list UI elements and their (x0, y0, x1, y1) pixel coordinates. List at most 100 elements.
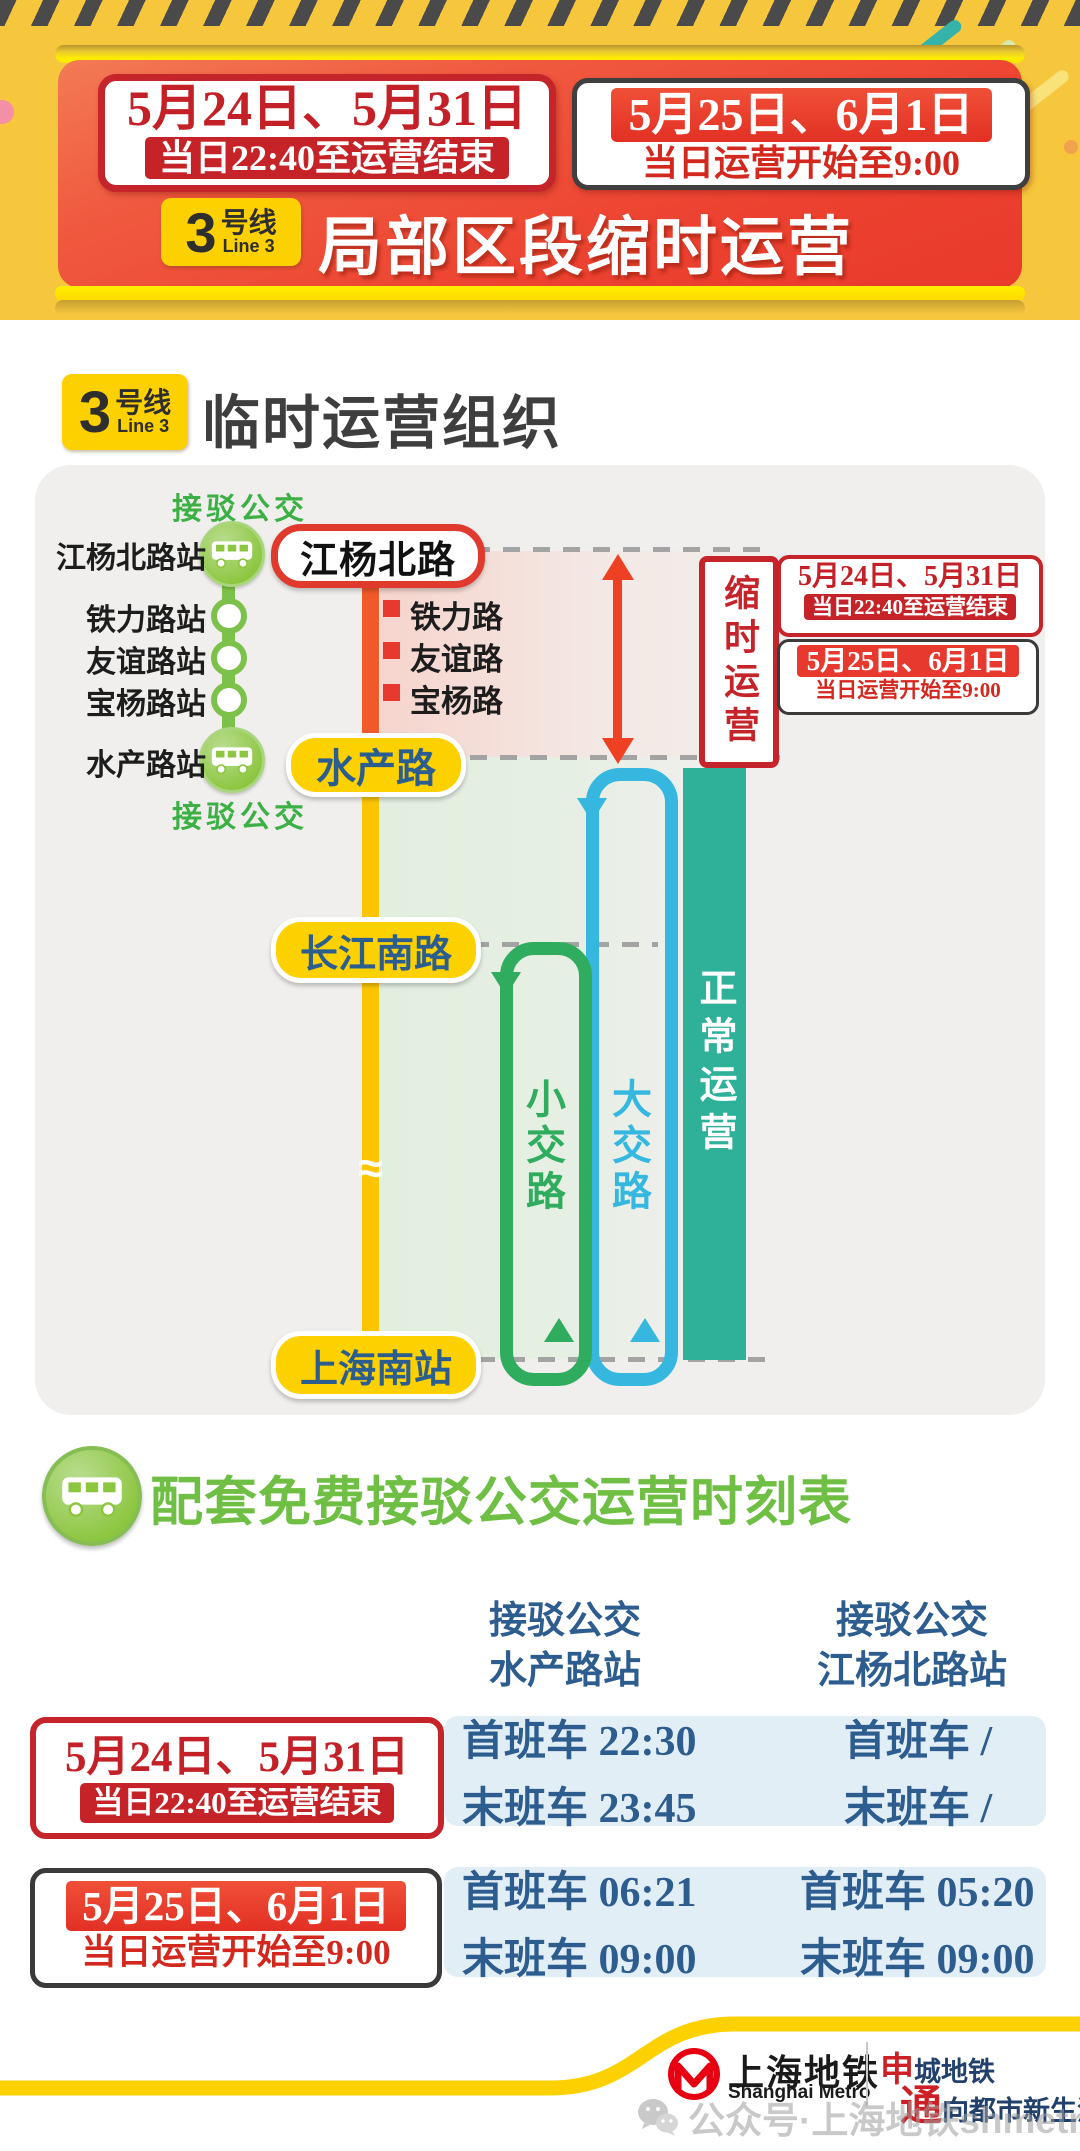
curtailed-operation-label: 缩时运营 (719, 574, 760, 750)
left-station-label: 江杨北路站 (56, 542, 206, 575)
big-loop-label: 大交路 (606, 1078, 650, 1216)
feeder-stop-dot (211, 598, 247, 634)
arrow-up-icon (544, 1318, 574, 1342)
time-text: 当日运营开始至9:00 (642, 143, 960, 183)
curtailed-range-arrow (613, 578, 622, 740)
line3-badge-section: 3 号线 Line 3 (62, 374, 188, 450)
time-text: 当日运营开始至9:00 (815, 678, 1001, 702)
line-break-symbol: ≈ (358, 1144, 383, 1193)
mid-station-label: 友谊路 (410, 642, 503, 677)
mid-station-marker (383, 684, 400, 701)
footer-slogan-line2: 通向都市新生活 (900, 2072, 1080, 2133)
schedule-row-badge: 5月25日、6月1日 当日运营开始至9:00 (30, 1868, 442, 1988)
slogan-red-char: 通 (900, 2082, 943, 2129)
schedule-column-jiangyangbeilu: 接驳公交 江杨北路站 (752, 1596, 1072, 1696)
big-loop-route (586, 768, 678, 1386)
small-loop-label: 小交路 (520, 1078, 564, 1216)
metro-line-curtailed (362, 551, 379, 761)
header-glow-bar-top (55, 45, 1025, 63)
first-bus: 首班车 22:30 (462, 1719, 697, 1765)
arrow-up-icon (602, 554, 634, 580)
left-station-label: 铁力路站 (86, 604, 206, 637)
last-bus: 末班车 / (844, 1786, 993, 1832)
left-station-label: 友谊路站 (86, 646, 206, 679)
times-jiangyangbeilu: 首班车 05:20 末班车 09:00 (800, 1867, 1035, 1983)
date-text: 5月24日、5月31日 (797, 561, 1022, 592)
slogan-text: 向都市新生活 (942, 2096, 1080, 2126)
slogan-red-char: 申 (880, 2051, 914, 2089)
bus-icon (42, 1446, 142, 1546)
footer-logo-cn: 上海地铁 (728, 2052, 881, 2093)
column-line2: 江杨北路站 (816, 1650, 1007, 1692)
metro-line-normal (362, 757, 379, 1360)
line3-badge: 3 号线 Line 3 (161, 198, 301, 266)
station-pill-shanghainan: 上海南站 (271, 1331, 481, 1399)
small-loop-route (500, 942, 592, 1386)
mid-station-label: 铁力路 (410, 600, 503, 635)
feeder-stop-dot (211, 682, 247, 718)
left-station-label: 宝杨路站 (86, 688, 206, 721)
schedule-title: 配套免费接驳公交运营时刻表 (150, 1473, 852, 1532)
schedule-column-shuichanlu: 接驳公交 水产路站 (405, 1596, 725, 1696)
line-suffix: 号线 (220, 207, 277, 238)
time-text: 当日运营开始至9:00 (81, 1933, 391, 1972)
last-bus: 末班车 09:00 (462, 1937, 697, 1983)
column-line1: 接驳公交 (835, 1600, 988, 1642)
schedule-times-panel (444, 1716, 1046, 1826)
header-date-box-a: 5月24日、5月31日 当日22:40至运营结束 (98, 74, 556, 192)
footer-logo-en: Shanghai Metro (728, 2082, 871, 2103)
bus-icon (199, 521, 265, 587)
footer-yellow-swoosh (0, 2016, 1080, 2096)
feeder-stop-dot (211, 640, 247, 676)
feeder-bus-label-bottom: 接驳公交 (172, 801, 308, 834)
mid-station-label: 宝杨路 (410, 684, 503, 719)
date-text: 5月24日、5月31日 (65, 1734, 409, 1781)
watermark-text: 公众号·上海地铁shmetro (688, 2100, 1080, 2141)
arrow-down-icon (577, 798, 607, 822)
times-shuichanlu: 首班车 06:21 末班车 09:00 (462, 1867, 697, 1983)
line-suffix: 号线 (115, 387, 172, 418)
feeder-bus-label-top: 接驳公交 (172, 493, 308, 526)
first-bus: 首班车 / (844, 1719, 993, 1765)
header-date-box-b: 5月25日、6月1日 当日运营开始至9:00 (572, 78, 1030, 190)
date-text: 5月25日、6月1日 (796, 645, 1020, 677)
shanghai-metro-logo (668, 2048, 720, 2100)
normal-segment-shade (380, 757, 680, 1359)
schedule-row-badge: 5月24日、5月31日 当日22:40至运营结束 (30, 1717, 444, 1839)
line-number: 3 (78, 379, 112, 445)
normal-operation-label: 正常运营 (693, 968, 735, 1160)
line-number: 3 (185, 200, 217, 264)
arrow-down-icon (491, 972, 521, 996)
diagram-note-a: 5月24日、5月31日 当日22:40至运营结束 (777, 555, 1043, 637)
header-glow-bar-bottom (55, 286, 1025, 301)
line-english: Line 3 (222, 236, 275, 256)
time-text: 当日22:40至运营结束 (804, 594, 1016, 620)
hazard-stripes (0, 0, 1080, 26)
wechat-watermark: 公众号·上海地铁shmetro (634, 2090, 1080, 2144)
date-text: 5月25日、6月1日 (66, 1881, 406, 1931)
footer-slogan-line1: 申城地铁 (880, 2042, 995, 2091)
header-glow-shadow (55, 300, 1025, 316)
confetti-pink-dot (0, 100, 14, 124)
diagram-note-b: 5月25日、6月1日 当日运营开始至9:00 (777, 639, 1039, 715)
poster-title: 局部区段缩时运营 (318, 211, 854, 283)
first-bus: 首班车 05:20 (800, 1870, 1035, 1916)
station-pill-shuichanlu: 水产路 (286, 733, 466, 797)
dash-shanghainan (478, 1357, 778, 1362)
left-station-label: 水产路站 (86, 749, 206, 782)
last-bus: 末班车 23:45 (462, 1786, 697, 1832)
arrow-down-icon (602, 738, 634, 764)
last-bus: 末班车 09:00 (800, 1937, 1035, 1983)
bus-icon (199, 727, 265, 793)
line-english: Line 3 (117, 416, 170, 436)
section-title: 临时运营组织 (202, 391, 563, 456)
normal-operation-bar: 正常运营 (683, 768, 746, 1360)
footer-divider (866, 2042, 868, 2106)
mid-station-marker (383, 600, 400, 617)
time-text: 当日22:40至运营结束 (145, 137, 509, 179)
wechat-icon (638, 2099, 678, 2136)
mid-station-marker (383, 642, 400, 659)
schedule-times-panel (444, 1867, 1046, 1977)
column-line2: 水产路站 (488, 1650, 641, 1692)
